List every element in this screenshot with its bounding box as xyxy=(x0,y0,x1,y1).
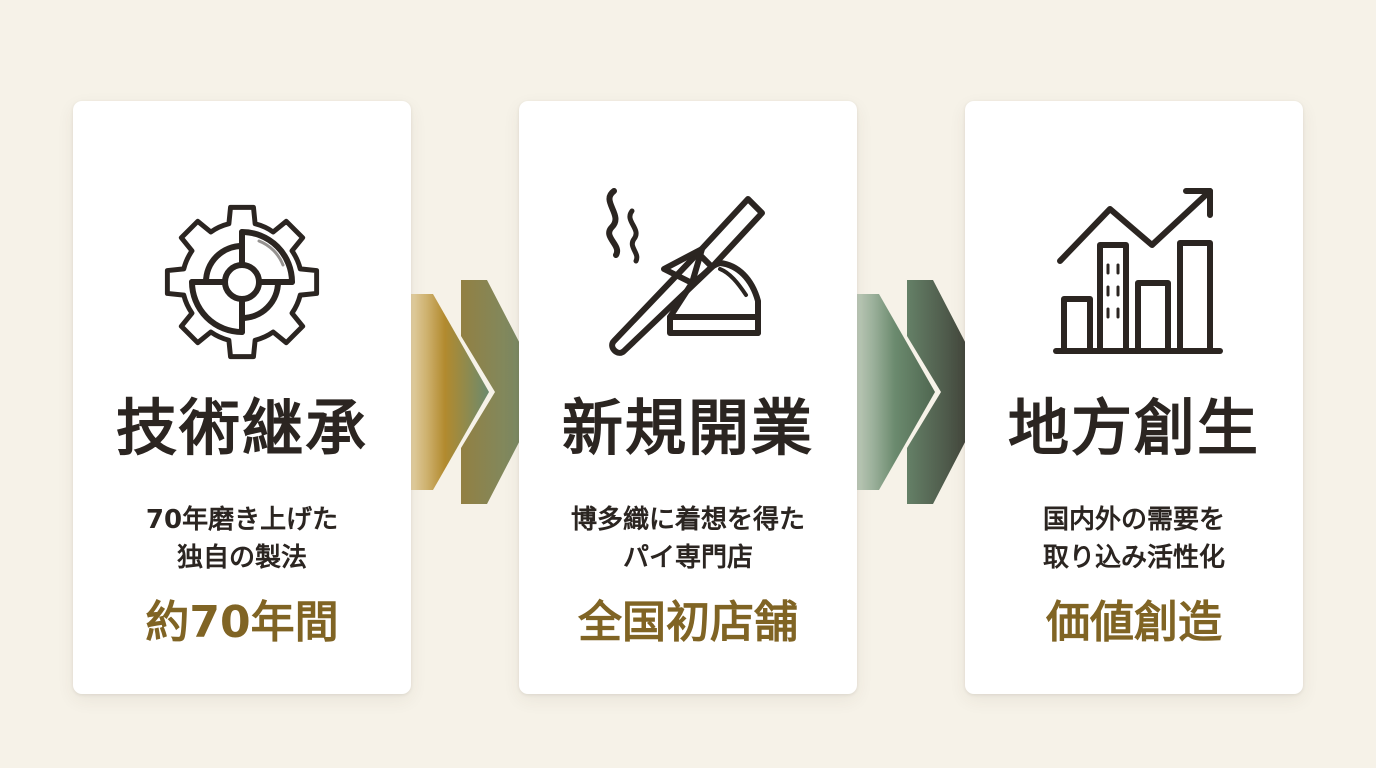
step-description-line-1: 70年磨き上げた xyxy=(145,505,339,535)
step-highlight: 約70年間 xyxy=(145,597,339,648)
pie-server-icon xyxy=(598,183,778,363)
arrow-step1-to-step2 xyxy=(409,280,549,504)
growth-chart-icon xyxy=(1044,183,1224,363)
arrow-step2-to-step3 xyxy=(855,280,995,504)
step-description-line-2: 独自の製法 xyxy=(176,543,307,573)
step-card-3: 地方創生 国内外の需要を 取り込み活性化 価値創造 xyxy=(965,101,1303,694)
step-description: 博多織に着想を得た パイ専門店 xyxy=(519,501,857,577)
step-title: 地方創生 xyxy=(1007,393,1260,464)
step-description-line-2: パイ専門店 xyxy=(622,543,753,573)
step-description: 70年磨き上げた 独自の製法 xyxy=(73,501,411,577)
step-description-line-1: 国内外の需要を xyxy=(1042,505,1225,535)
gear-icon xyxy=(152,183,332,363)
step-highlight: 価値創造 xyxy=(1046,597,1222,648)
step-title: 新規開業 xyxy=(561,393,814,464)
step-card-2: 新規開業 博多織に着想を得た パイ専門店 全国初店舗 xyxy=(519,101,857,694)
step-description-line-2: 取り込み活性化 xyxy=(1042,543,1225,573)
step-card-1: 技術継承 70年磨き上げた 独自の製法 約70年間 xyxy=(73,101,411,694)
step-description-line-1: 博多織に着想を得た xyxy=(570,505,805,535)
step-highlight: 全国初店舗 xyxy=(578,597,798,648)
step-title: 技術継承 xyxy=(115,393,368,464)
step-description: 国内外の需要を 取り込み活性化 xyxy=(965,501,1303,577)
